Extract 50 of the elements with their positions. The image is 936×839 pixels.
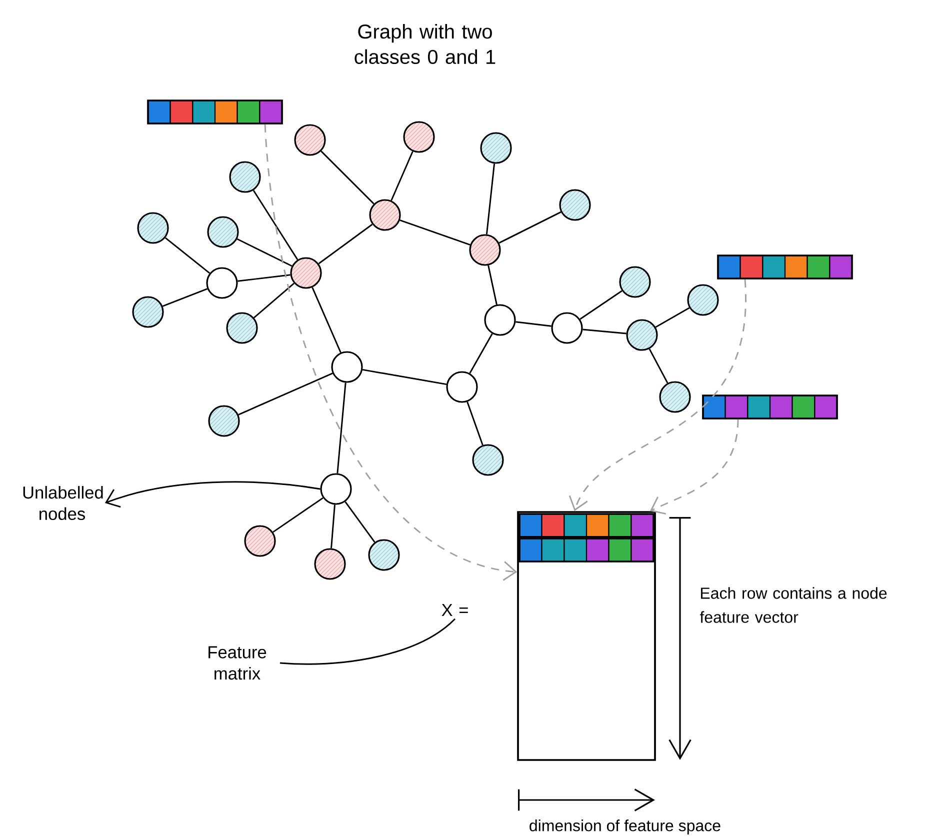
- graph-edge: [318, 224, 373, 264]
- graph-node: [331, 351, 363, 383]
- graph-edge: [336, 382, 346, 474]
- graph-edge: [236, 238, 292, 267]
- matrix-row: [518, 513, 654, 538]
- graph-edge: [330, 504, 336, 548]
- graph-edge: [272, 497, 324, 533]
- graph-edge: [238, 274, 290, 282]
- dashed-arrow: [568, 279, 746, 512]
- graph-edge: [390, 151, 414, 201]
- graph-edge: [516, 321, 552, 327]
- graph-edge: [655, 307, 690, 328]
- annotation-text: X =: [442, 604, 468, 616]
- graph-edge: [648, 348, 668, 384]
- graph-edge: [164, 237, 210, 274]
- annotation-text: Unlabelled nodes: [23, 486, 103, 520]
- graph-edge: [582, 328, 626, 334]
- graph-edge: [362, 368, 447, 386]
- graph-edge: [162, 288, 208, 307]
- dashed-arrow: [264, 124, 518, 581]
- feature-matrix: [517, 511, 656, 761]
- feature-vector: [702, 394, 838, 420]
- graph-edge: [469, 333, 493, 374]
- graph-edge: [400, 220, 470, 246]
- connector-line: [280, 618, 456, 665]
- graph-edge: [488, 265, 498, 305]
- annotation-text: Feature matrix: [208, 646, 266, 680]
- graph-edge: [254, 282, 294, 318]
- graph-edge: [486, 164, 496, 234]
- graph-edge: [466, 402, 484, 446]
- feature-vector: [717, 254, 853, 280]
- graph-edge: [320, 150, 374, 204]
- dashed-arrow: [650, 419, 739, 515]
- graph-node: [484, 304, 516, 336]
- graph-edge: [238, 372, 333, 416]
- annotation-text: Each row contains a node feature vector: [700, 587, 887, 623]
- graph-edge: [252, 190, 298, 260]
- graph-edge: [312, 287, 342, 353]
- feature-vector: [147, 100, 283, 124]
- arrow: [104, 481, 320, 508]
- graph-edge: [580, 290, 622, 320]
- matrix-row: [518, 538, 654, 562]
- graph-node: [206, 267, 238, 299]
- graph-node: [551, 312, 583, 344]
- axis-label: dimension of feature space: [530, 820, 720, 834]
- graph-edge: [498, 211, 562, 244]
- graph-edge: [344, 501, 376, 543]
- graph-node: [446, 371, 478, 403]
- title: Graph with two classes 0 and 1: [354, 24, 496, 64]
- graph-node: [320, 473, 352, 505]
